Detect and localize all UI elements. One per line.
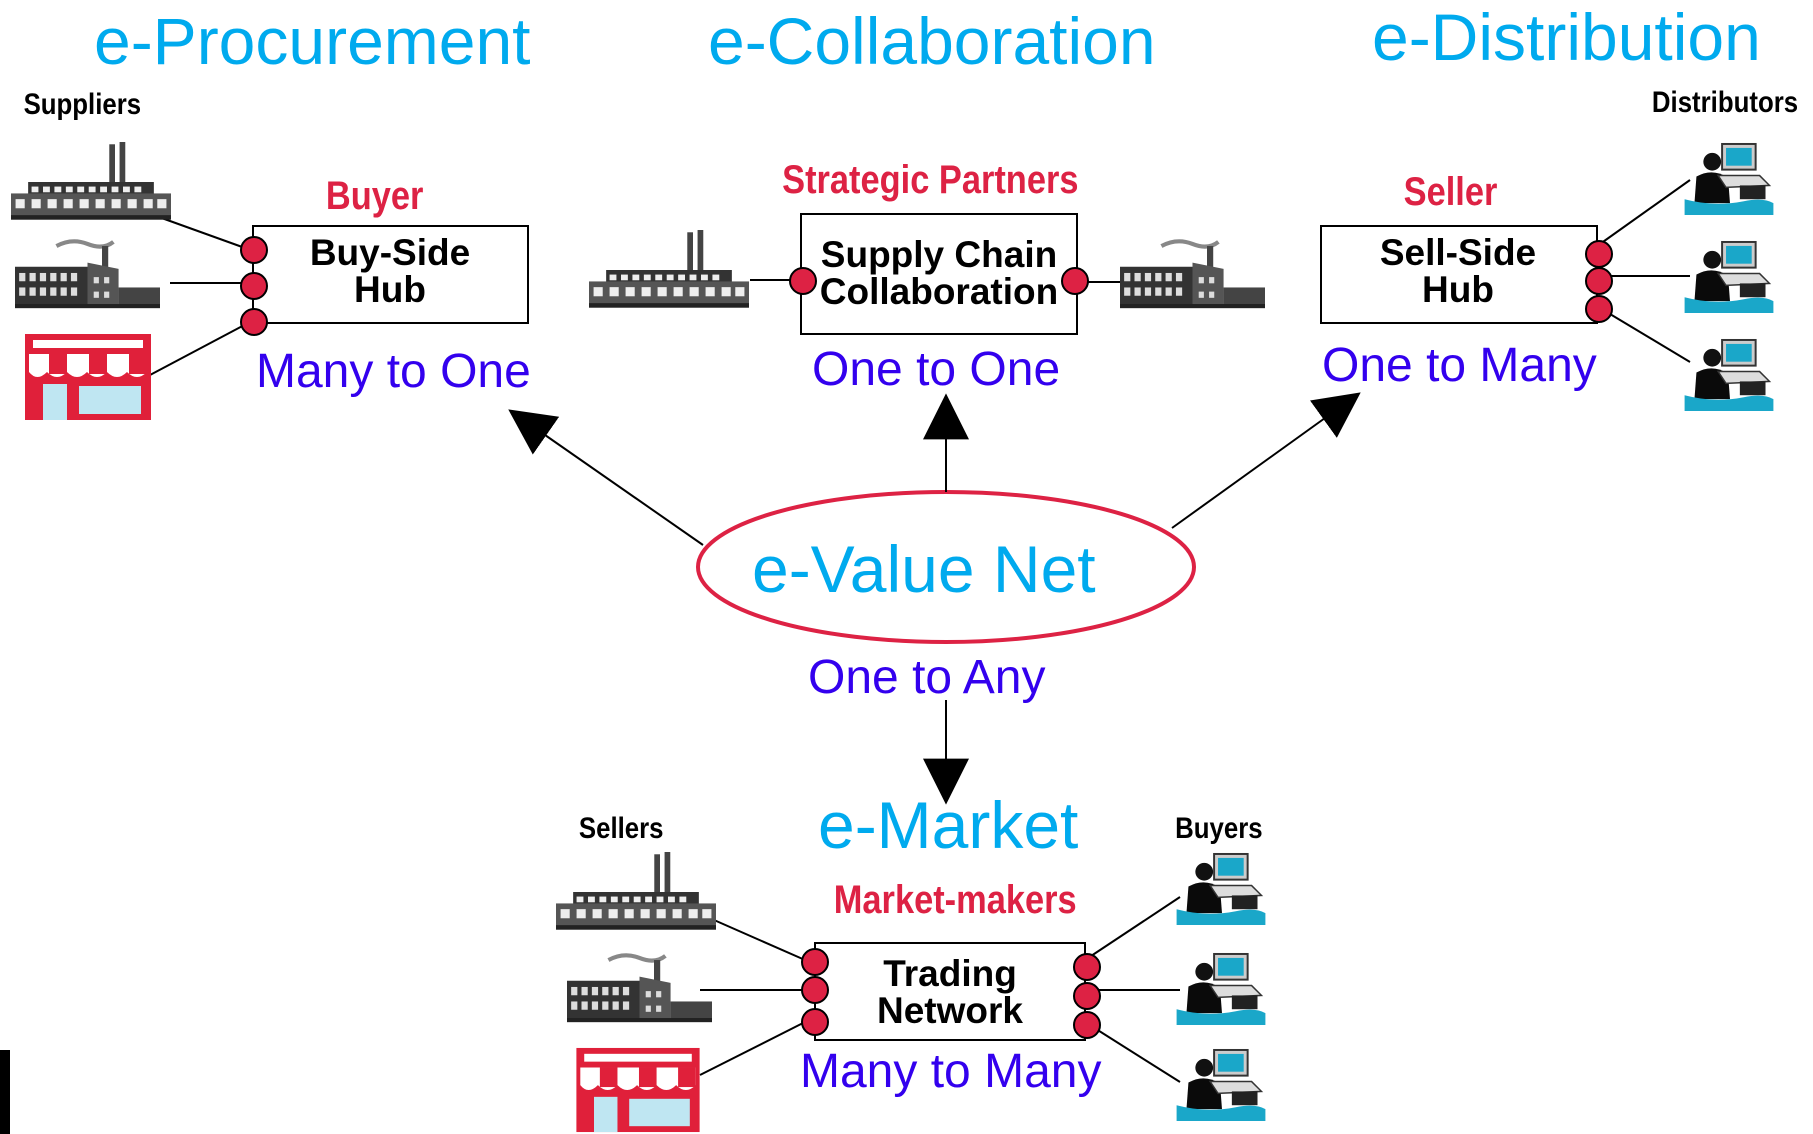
computer-user-icon — [1175, 1048, 1267, 1122]
computer-user-icon — [1683, 142, 1775, 216]
computer-user-icon — [1683, 240, 1775, 314]
sell-side-hub-label: Sell-Side Hub — [1379, 232, 1537, 310]
role-strategic-partners: Strategic Partners — [782, 158, 1079, 202]
plant-icon — [567, 955, 712, 1022]
arrow-to-distribution — [1171, 392, 1361, 529]
supply-chain-label: Supply Chain Collaboration — [819, 234, 1059, 312]
connector-node — [1585, 240, 1613, 268]
computer-user-icon — [1175, 852, 1267, 926]
relation-one-to-one: One to One — [812, 343, 1061, 396]
relation-many-to-one: Many to One — [256, 345, 531, 398]
group-label-sellers: Sellers — [578, 812, 664, 845]
group-label-distributors: Distributors — [1651, 86, 1799, 119]
connector-node — [1073, 982, 1101, 1010]
factory-icon — [589, 230, 749, 308]
e-value-net-label: e-Value Net — [752, 532, 1096, 606]
relation-many-to-many: Many to Many — [800, 1045, 1102, 1098]
connector-node — [1585, 295, 1613, 323]
plant-icon — [15, 241, 160, 308]
group-label-buyers: Buyers — [1175, 812, 1263, 845]
storefront-icon — [576, 1047, 700, 1133]
storefront-icon — [25, 334, 151, 420]
computer-user-icon — [1683, 338, 1775, 412]
connector-node — [789, 267, 817, 295]
computer-user-icon — [1175, 952, 1267, 1026]
heading-e-procurement: e-Procurement — [94, 4, 531, 78]
group-label-suppliers: Suppliers — [23, 88, 142, 121]
connector-node — [1073, 953, 1101, 981]
sell-side-hub-group — [1320, 142, 1775, 412]
supply-chain-group — [589, 213, 1265, 335]
connector-node — [240, 308, 268, 336]
trading-network-group — [556, 852, 1267, 1133]
heading-e-market: e-Market — [818, 788, 1079, 862]
heading-e-collaboration: e-Collaboration — [708, 4, 1156, 78]
factory-icon — [556, 852, 716, 930]
role-buyer: Buyer — [325, 174, 424, 218]
connector-node — [801, 976, 829, 1004]
connector-node — [1073, 1011, 1101, 1039]
sell-side-hub-box — [1320, 225, 1598, 324]
corner-block — [0, 1050, 10, 1134]
role-market-makers: Market-makers — [833, 878, 1077, 922]
trading-network-box — [814, 942, 1086, 1041]
buy-side-hub-label: Buy-Side Hub — [309, 232, 471, 310]
connector-node — [240, 236, 268, 264]
connector-node — [1061, 267, 1089, 295]
buy-side-hub-group — [11, 142, 529, 420]
trading-network-label: Trading Network — [877, 953, 1023, 1031]
buy-side-hub-box — [252, 225, 529, 324]
connector-node — [1585, 267, 1613, 295]
role-seller: Seller — [1403, 170, 1498, 214]
relation-one-to-any: One to Any — [808, 651, 1046, 704]
connector-node — [240, 272, 268, 300]
heading-e-distribution: e-Distribution — [1372, 0, 1761, 74]
connector-node — [801, 1008, 829, 1036]
plant-icon — [1120, 241, 1265, 308]
factory-icon — [11, 142, 171, 220]
arrow-to-procurement — [508, 409, 704, 546]
relation-one-to-many: One to Many — [1322, 339, 1597, 392]
connector-node — [801, 948, 829, 976]
